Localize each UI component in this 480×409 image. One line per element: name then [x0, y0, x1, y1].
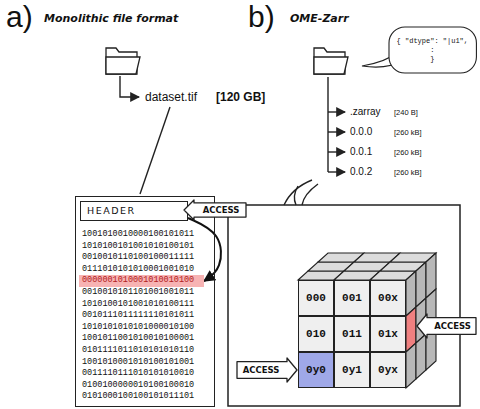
chunk-cube: 000 — [298, 280, 334, 316]
chunk-label: 0y1 — [342, 364, 362, 376]
chunk-cube: 00x — [370, 280, 406, 316]
chunk-label: 000 — [306, 292, 326, 304]
zoom-strokes — [284, 180, 318, 205]
file-size: [260 kB] — [394, 169, 422, 177]
binary-row: 0111010101010001001010 — [82, 264, 194, 276]
binary-row: 0010010101101001001011 — [82, 287, 194, 299]
binary-row: 1010100101001010100111 — [82, 299, 194, 311]
header-label: HEADER — [87, 202, 187, 220]
metadata-text: } — [430, 55, 434, 64]
chunk-label: 00x — [378, 292, 398, 304]
chunk-cube: 011 — [334, 316, 370, 352]
file-name: 0.0.0 — [350, 127, 372, 137]
cube-face — [416, 334, 426, 379]
binary-row: 0010010110100100011111 — [82, 252, 194, 264]
metadata-text: { "dtype": "|u1", — [397, 37, 468, 46]
binary-row: 0101000100100101011101 — [82, 391, 194, 403]
chunk-cube: 0y1 — [334, 352, 370, 388]
chunk-label: 010 — [306, 328, 326, 340]
binary-row: 1010101010101000010100 — [82, 322, 194, 334]
chunk-label: 0yx — [378, 364, 398, 376]
panel-letter: a) — [6, 2, 33, 32]
chunk-label: 011 — [342, 328, 362, 340]
binary-row: 0000001010001010010100 — [82, 275, 204, 287]
file-name: .zarray — [350, 107, 381, 117]
header-box: HEADER — [80, 201, 188, 221]
access-arrow: ACCESS — [183, 199, 247, 221]
zoom-frame — [228, 205, 460, 406]
access-arrow: ACCESS — [416, 313, 477, 339]
panel-title: OME-Zarr — [290, 13, 349, 24]
chunk-label: 001 — [342, 292, 362, 304]
tree-line — [328, 77, 345, 172]
chunk-label: 0y0 — [306, 364, 326, 376]
binary-row: 1010100101001010100101 — [82, 241, 194, 253]
chunk-label: 01x — [378, 328, 398, 340]
folder-icon — [106, 48, 140, 74]
speech-bubble: { "dtype": "|u1",:} — [388, 26, 477, 74]
file-name: dataset.tif — [145, 91, 197, 103]
panel-title: Monolithic file format — [44, 13, 178, 24]
binary-row: 1001010010000100101011 — [82, 229, 194, 241]
access-label: ACCESS — [243, 365, 280, 375]
tree-line — [120, 76, 139, 97]
panel-letter: b) — [248, 2, 275, 32]
file-size: [120 GB] — [216, 91, 265, 103]
file-size: [260 kB] — [394, 149, 422, 157]
cube-face — [406, 343, 416, 388]
binary-row: 0101111011010101010110 — [82, 345, 194, 357]
metadata-text: : — [430, 46, 434, 55]
chunk-cube: 001 — [334, 280, 370, 316]
binary-row: 0011110111010101010010 — [82, 368, 194, 380]
file-name: 0.0.1 — [350, 147, 372, 157]
access-arrow: ACCESS — [236, 357, 298, 383]
highlighted-row: 0000001010001010010100 — [79, 275, 204, 287]
access-label: ACCESS — [203, 205, 240, 215]
binary-row: 0100100000010100100010 — [82, 380, 194, 392]
zoom-line — [140, 107, 170, 194]
chunk-cube: 01x — [370, 316, 406, 352]
chunk-cube: 0y0 — [298, 352, 334, 388]
chunk-cube: 0yx — [370, 352, 406, 388]
folder-icon — [314, 48, 348, 74]
access-label: ACCESS — [434, 321, 471, 331]
binary-row: 0010111011111110101011 — [82, 310, 194, 322]
chunk-cube: 010 — [298, 316, 334, 352]
file-name: 0.0.2 — [350, 167, 372, 177]
file-size: [260 kB] — [394, 129, 422, 137]
binary-row: 1001010001010100101001 — [82, 357, 194, 369]
binary-row: 1001011001010010100001 — [82, 333, 194, 345]
file-size: [240 B] — [394, 109, 418, 117]
file-document: HEADER 0000001010001010010100 100101001000… — [75, 196, 215, 407]
